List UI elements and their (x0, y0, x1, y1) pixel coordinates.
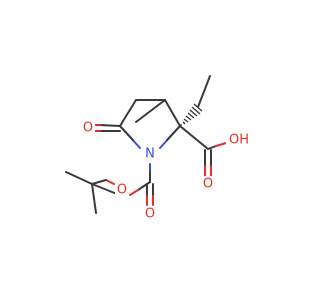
bond-ctbu-me1 (65, 171, 93, 185)
bond-c5-n1-dark (119, 125, 134, 141)
bond-c5-c4 (135, 99, 166, 123)
atom-o-acid-carbonyl: O (201, 176, 215, 192)
svg-text:OH: OH (229, 133, 249, 148)
bond-c2-n1-dark (166, 125, 181, 141)
bond-oester-ctbu-a (105, 179, 115, 185)
bond-cacid-oh-a (207, 145, 217, 150)
molecule-diagram: N O O O O OH (65, 75, 252, 222)
bond-cboc-oester-a (137, 181, 151, 191)
bond-ctbu-me2 (91, 183, 97, 214)
bond-c5-o-ring-a (99, 124, 121, 127)
svg-text:N: N (145, 147, 155, 162)
svg-text:O: O (83, 121, 93, 136)
bond-c2-cacid (179, 125, 209, 150)
atom-n1: N (143, 146, 157, 162)
atom-o-boc-carbonyl: O (143, 206, 157, 222)
bond-cacid-oh-b (215, 142, 227, 147)
bond-c3-c2 (164, 99, 181, 127)
atom-o-boc-ester: O (115, 182, 129, 198)
bond-ethyl (197, 75, 211, 108)
structure-canvas: N O O O O OH (65, 75, 252, 222)
svg-text:O: O (117, 183, 127, 198)
svg-text:O: O (145, 207, 155, 222)
bond-cboc-oester-b (129, 189, 139, 196)
atom-o-acid-hydroxyl: OH (226, 132, 252, 148)
svg-text:O: O (203, 177, 213, 192)
bond-c4-c5 (119, 99, 137, 127)
atom-o-ring: O (81, 120, 95, 136)
bond-oester-ctbu-b (91, 179, 107, 185)
